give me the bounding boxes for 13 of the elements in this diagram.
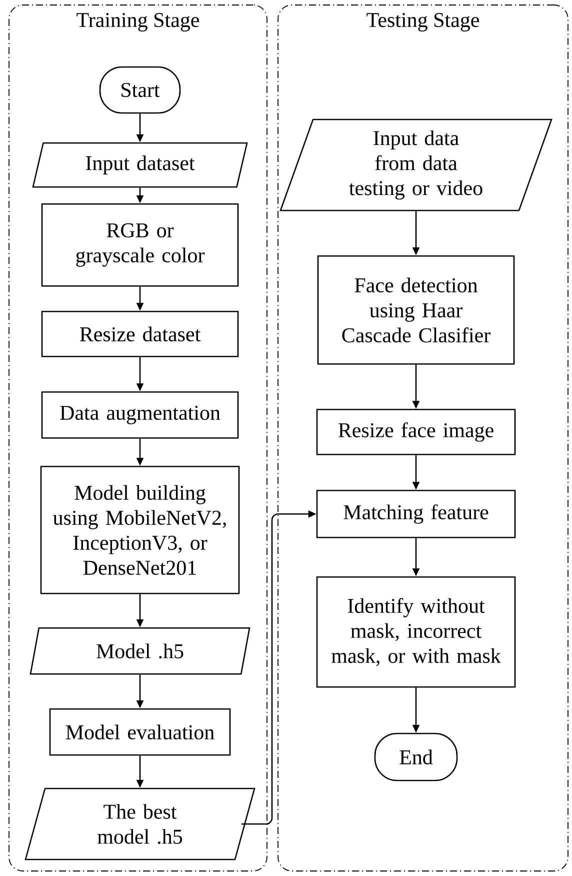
process-box: Resize face image — [316, 408, 516, 456]
process-box: Model evaluation — [49, 708, 231, 756]
process-box: Model building using MobileNetV2, InceptionV3, or DenseNet201 — [40, 466, 240, 594]
process-box: Identify without mask, incorrect mask, or with mask — [316, 576, 516, 688]
data-parallelogram: Model .h5 — [30, 627, 250, 675]
data-parallelogram: Input dataset — [32, 142, 248, 188]
data-parallelogram: The best model .h5 — [24, 788, 256, 860]
process-box: Matching feature — [316, 490, 516, 538]
data-parallelogram: Input data from data testing or video — [280, 118, 552, 212]
process-box: RGB or grayscale color — [41, 203, 239, 287]
process-box: Data augmentation — [41, 391, 239, 439]
process-box: Resize dataset — [41, 310, 239, 358]
process-box: Face detection using Haar Cascade Clasifier — [317, 255, 515, 365]
